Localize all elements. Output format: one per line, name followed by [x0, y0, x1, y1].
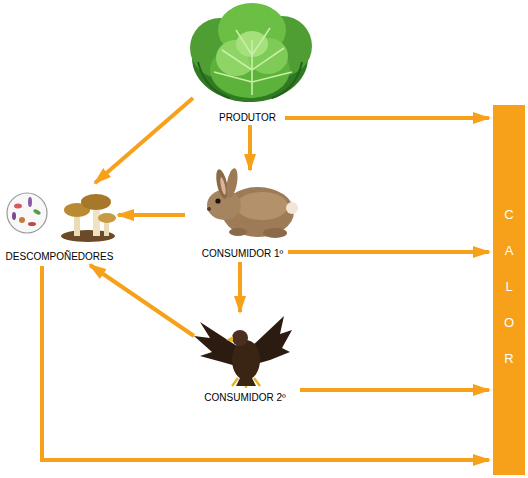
rabbit-illustration: [207, 167, 298, 238]
energy-arrow: [300, 388, 489, 392]
organism-label: DESCOMPOÑEDORES: [6, 251, 114, 262]
label-holder: CONSUMIDOR 1º: [185, 248, 300, 260]
energy-arrow: [288, 250, 489, 254]
organism-label: PRODUTOR: [219, 112, 276, 123]
producer-node: PRODUTOR: [185, 0, 310, 124]
decomposer-node: DESCOMPOÑEDORES: [2, 185, 117, 263]
energy-arrow: [238, 262, 242, 312]
label-holder: PRODUTOR: [185, 112, 310, 124]
consumer-node: CONSUMIDOR 1º: [185, 170, 300, 260]
energy-arrow: [42, 266, 489, 460]
heat-label: C A L O R: [504, 207, 514, 366]
consumer-node: CONSUMIDOR 2º: [190, 312, 300, 404]
lettuce-illustration: [190, 3, 312, 102]
energy-arrow: [248, 125, 252, 170]
label-holder: DESCOMPOÑEDORES: [2, 251, 117, 263]
organism-label: CONSUMIDOR 2º: [204, 392, 285, 403]
heat-bar: C A L O R: [493, 105, 525, 475]
energy-arrow: [95, 98, 193, 183]
decomposers-illustration: [7, 193, 116, 242]
label-holder: C A L O R: [502, 105, 516, 377]
energy-arrow: [118, 213, 185, 217]
label-holder: CONSUMIDOR 2º: [190, 392, 300, 404]
energy-arrow: [90, 265, 194, 336]
eagle-illustration: [194, 316, 292, 388]
energy-arrow: [285, 116, 489, 120]
organism-label: CONSUMIDOR 1º: [202, 248, 283, 259]
